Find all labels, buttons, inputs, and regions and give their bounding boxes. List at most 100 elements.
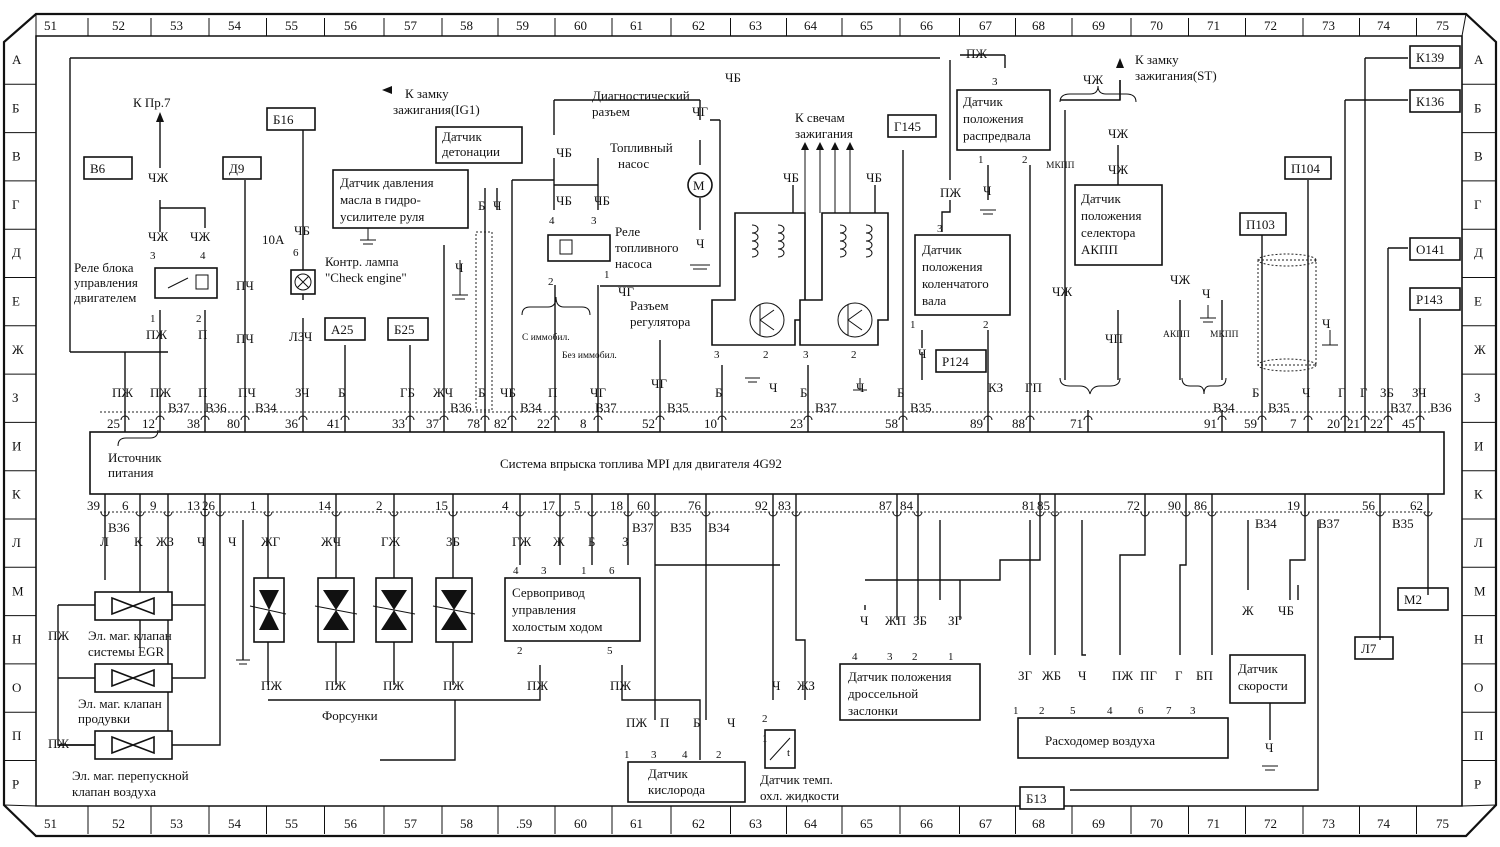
ecu-pin-label: 92: [755, 498, 768, 513]
svg-text:3: 3: [591, 215, 597, 227]
wire-color-label: ЖЧ: [433, 385, 454, 400]
svg-text:3: 3: [541, 565, 547, 577]
svg-text:ЧБ: ЧБ: [594, 193, 610, 208]
wire-color-label: ЗЧ: [1412, 385, 1427, 400]
svg-text:ПЖ: ПЖ: [1112, 668, 1133, 683]
grid-column-label: 62: [692, 816, 705, 831]
connector-label: В37: [168, 400, 190, 415]
svg-text:Ч: Ч: [1265, 740, 1274, 755]
grid-column-label: 60: [574, 816, 587, 831]
grid-column-label: 75: [1436, 816, 1449, 831]
grid-column-label: 51: [44, 18, 57, 33]
ecu-pin-label: 80: [227, 416, 240, 431]
ecu-pin-label: 82: [494, 416, 507, 431]
grid-row-label: К: [1474, 487, 1483, 502]
grid-column-label: 73: [1322, 18, 1335, 33]
svg-text:2: 2: [716, 749, 722, 761]
svg-text:2: 2: [1022, 154, 1028, 166]
grid-column-label: 69: [1092, 18, 1105, 33]
ecu-pin-label: 5: [574, 498, 581, 513]
svg-text:ЧБ: ЧБ: [866, 170, 882, 185]
grid-row-label: Г: [1474, 197, 1482, 212]
svg-text:4: 4: [513, 565, 519, 577]
ecu-block: Система впрыска топлива MPI для двигател…: [89, 429, 1445, 495]
svg-text:3: 3: [887, 651, 893, 663]
reference-box: [324, 317, 366, 341]
reference-box-label: Б25: [394, 322, 414, 337]
grid-row-label: П: [1474, 728, 1483, 743]
ecu-pin-label: 60: [637, 498, 650, 513]
grid-column-label: 64: [804, 18, 818, 33]
svg-text:ЧЖ: ЧЖ: [148, 229, 168, 244]
wire-color-label: ПЖ: [112, 385, 133, 400]
grid-column-label: 72: [1264, 816, 1277, 831]
grid-column-label: 70: [1150, 816, 1163, 831]
svg-text:Ч: Ч: [772, 678, 781, 693]
grid-column-label: 73: [1322, 816, 1335, 831]
svg-text:ЧБ: ЧБ: [1278, 603, 1294, 618]
reference-box: [1019, 786, 1065, 810]
grid-row-label: В: [12, 149, 21, 164]
svg-text:Ж: Ж: [1242, 603, 1254, 618]
grid-column-label: 68: [1032, 816, 1045, 831]
grid-column-label: 72: [1264, 18, 1277, 33]
grid-column-label: 55: [285, 18, 298, 33]
svg-text:2: 2: [196, 313, 202, 325]
svg-text:ПЖ: ПЖ: [48, 628, 69, 643]
grid-column-label: 68: [1032, 18, 1045, 33]
svg-text:4: 4: [852, 651, 858, 663]
ecu-pin-label: 83: [778, 498, 791, 513]
ecu-pin-label: 85: [1037, 498, 1050, 513]
svg-text:3: 3: [992, 76, 998, 88]
reference-box-label: Д9: [229, 161, 244, 176]
svg-text:ЧЖ: ЧЖ: [1108, 162, 1128, 177]
ecu-pin-label: 15: [435, 498, 448, 513]
ecu-pin-label: 18: [610, 498, 623, 513]
svg-text:ЧГ: ЧГ: [651, 376, 667, 391]
reference-box-label: К139: [1416, 50, 1444, 65]
grid-column-label: 67: [979, 816, 993, 831]
svg-text:Ч: Ч: [860, 613, 869, 628]
svg-text:2: 2: [548, 276, 554, 288]
svg-text:ЖЧ: ЖЧ: [321, 534, 342, 549]
wire-color-label: Б: [715, 385, 722, 400]
svg-text:6: 6: [609, 565, 615, 577]
wire-color-label: Б: [1252, 385, 1259, 400]
svg-text:ПЖ: ПЖ: [48, 736, 69, 751]
connector-label: В36: [1430, 400, 1452, 415]
svg-text:ЖП: ЖП: [885, 613, 906, 628]
grid-column-label: 66: [920, 18, 934, 33]
svg-text:Ч: Ч: [228, 534, 237, 549]
reference-box: [387, 317, 429, 341]
ecu-pin-label: 33: [392, 416, 405, 431]
svg-text:ЖЗ: ЖЗ: [797, 678, 815, 693]
connector-label: В35: [667, 400, 689, 415]
svg-text:ЧБ: ЧБ: [556, 193, 572, 208]
ecu-pin-label: 39: [87, 498, 100, 513]
connector-label: В35: [670, 520, 692, 535]
reference-box-label: П103: [1246, 217, 1275, 232]
svg-text:ЖЗ: ЖЗ: [156, 534, 174, 549]
ecu-pin-label: 23: [790, 416, 803, 431]
immo-without-label: Без иммобил.: [562, 350, 617, 361]
grid-column-label: 62: [692, 18, 705, 33]
svg-text:ПЧ: ПЧ: [236, 278, 254, 293]
mkpp-label: МКПП: [1210, 330, 1239, 340]
ecu-pin-label: 25: [107, 416, 120, 431]
svg-text:4: 4: [682, 749, 688, 761]
svg-text:3: 3: [937, 223, 943, 235]
